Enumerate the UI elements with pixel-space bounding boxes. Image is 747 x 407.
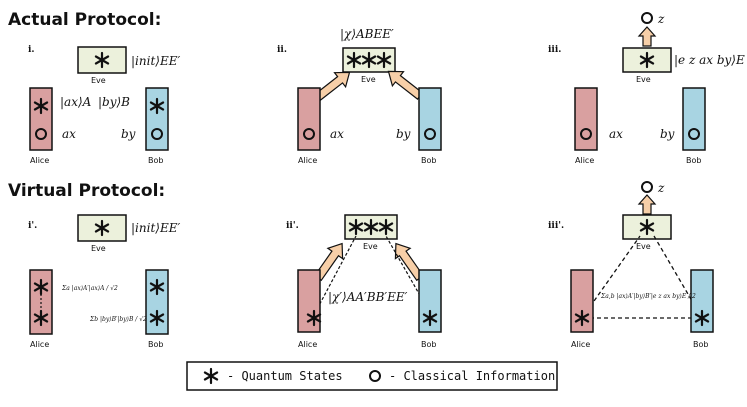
legend: - Quantum States - Classical Information [186,361,558,391]
eve-label: Eve [91,76,106,85]
bob-box [418,269,442,333]
bob-box [145,87,169,151]
arrow-eve-to-outcome [637,194,657,215]
eve-box [77,214,127,242]
alice-box [297,269,321,333]
bob-state-label: |by⟩B [98,95,130,109]
eve-box [77,46,127,74]
bob-superposition-label: Σb |by⟩B′|by⟩B / √2 [89,316,147,323]
arrow-alice-to-eve [314,71,351,101]
alice-outcome-label: ax [609,127,623,141]
legend-quantum-label: - Quantum States [227,369,343,383]
alice-box [29,87,53,151]
bob-outcome-label: by [396,127,411,141]
bob-box [145,269,169,335]
bob-label: Bob [693,340,708,349]
alice-box [297,87,321,151]
alice-box [570,269,594,333]
triangle-state-label: Σa,b |ax⟩A′|by⟩B′|e z ax by⟩E / 2 [600,293,696,300]
eve-outcome-label: z [657,181,665,195]
bob-box [418,87,442,151]
alice-outcome-label: ax [330,127,344,141]
bob-box [690,269,714,333]
arrow-alice-to-eve [313,242,344,282]
arrow-eve-to-outcome [637,26,657,47]
eve-label: Eve [636,75,651,84]
classical-info-icon [641,12,653,24]
alice-superposition-label: Σa |ax⟩A′|ax⟩A / √2 [61,285,118,292]
alice-box [574,87,598,151]
panel-label-i-prime: i'. [28,221,37,231]
alice-label: Alice [571,340,590,349]
panel-iii-prime: iii'. z Eve Alice Bob Σa,b |ax⟩A′|by⟩B′|… [548,181,714,349]
alice-label: Alice [298,156,317,165]
panel-label-ii-prime: ii'. [286,221,299,231]
init-state-label: |init⟩EE′ [131,54,180,68]
alice-label: Alice [30,156,49,165]
panel-label-i: i. [28,45,35,55]
bob-label: Bob [421,156,436,165]
bob-label: Bob [148,340,163,349]
panel-i-prime: i'. Eve |init⟩EE′ Alice Σa |ax⟩A′|ax⟩A /… [28,214,180,349]
bob-label: Bob [686,156,701,165]
panel-ii: ii. |χ⟩ABEE′ Eve Alice ax Bob by [277,27,442,165]
alice-outcome-label: ax [62,127,76,141]
eve-state-label: |e z ax by⟩E [674,53,745,67]
actual-protocol-heading: Actual Protocol: [8,10,161,30]
virtual-protocol-heading: Virtual Protocol: [8,181,165,201]
eve-label: Eve [91,244,106,253]
entanglement-link [314,235,357,314]
bob-outcome-label: by [660,127,675,141]
panel-i: i. Eve |init⟩EE′ Alice |ax⟩A ax Bob |by⟩… [28,45,180,165]
bob-box [682,87,706,151]
chi-state-label: |χ⟩ABEE′ [340,27,394,41]
chi-prime-state-label: |χ′⟩AA′BB′EE′ [328,290,408,304]
bob-label: Bob [421,340,436,349]
bob-outcome-label: by [121,127,136,141]
alice-label: Alice [575,156,594,165]
bob-label: Bob [148,156,163,165]
alice-label: Alice [30,340,49,349]
classical-info-icon [641,181,653,193]
panel-iii: iii. z Eve |e z ax by⟩E Alice ax Bob by [548,12,745,165]
eve-outcome-label: z [657,12,665,26]
legend-classical-label: - Classical Information [389,369,555,383]
panel-label-iii: iii. [548,45,561,55]
panel-label-ii: ii. [277,45,287,55]
eve-label: Eve [361,75,376,84]
legend-box [186,361,558,391]
alice-label: Alice [298,340,317,349]
eve-label: Eve [636,242,651,251]
alice-state-label: |ax⟩A [60,95,92,109]
panel-label-iii-prime: iii'. [548,221,564,231]
panel-ii-prime: ii'. Eve Alice |χ′⟩AA′BB′EE′ Bob [286,214,442,349]
eve-label: Eve [363,242,378,251]
init-state-label: |init⟩EE′ [131,221,180,235]
